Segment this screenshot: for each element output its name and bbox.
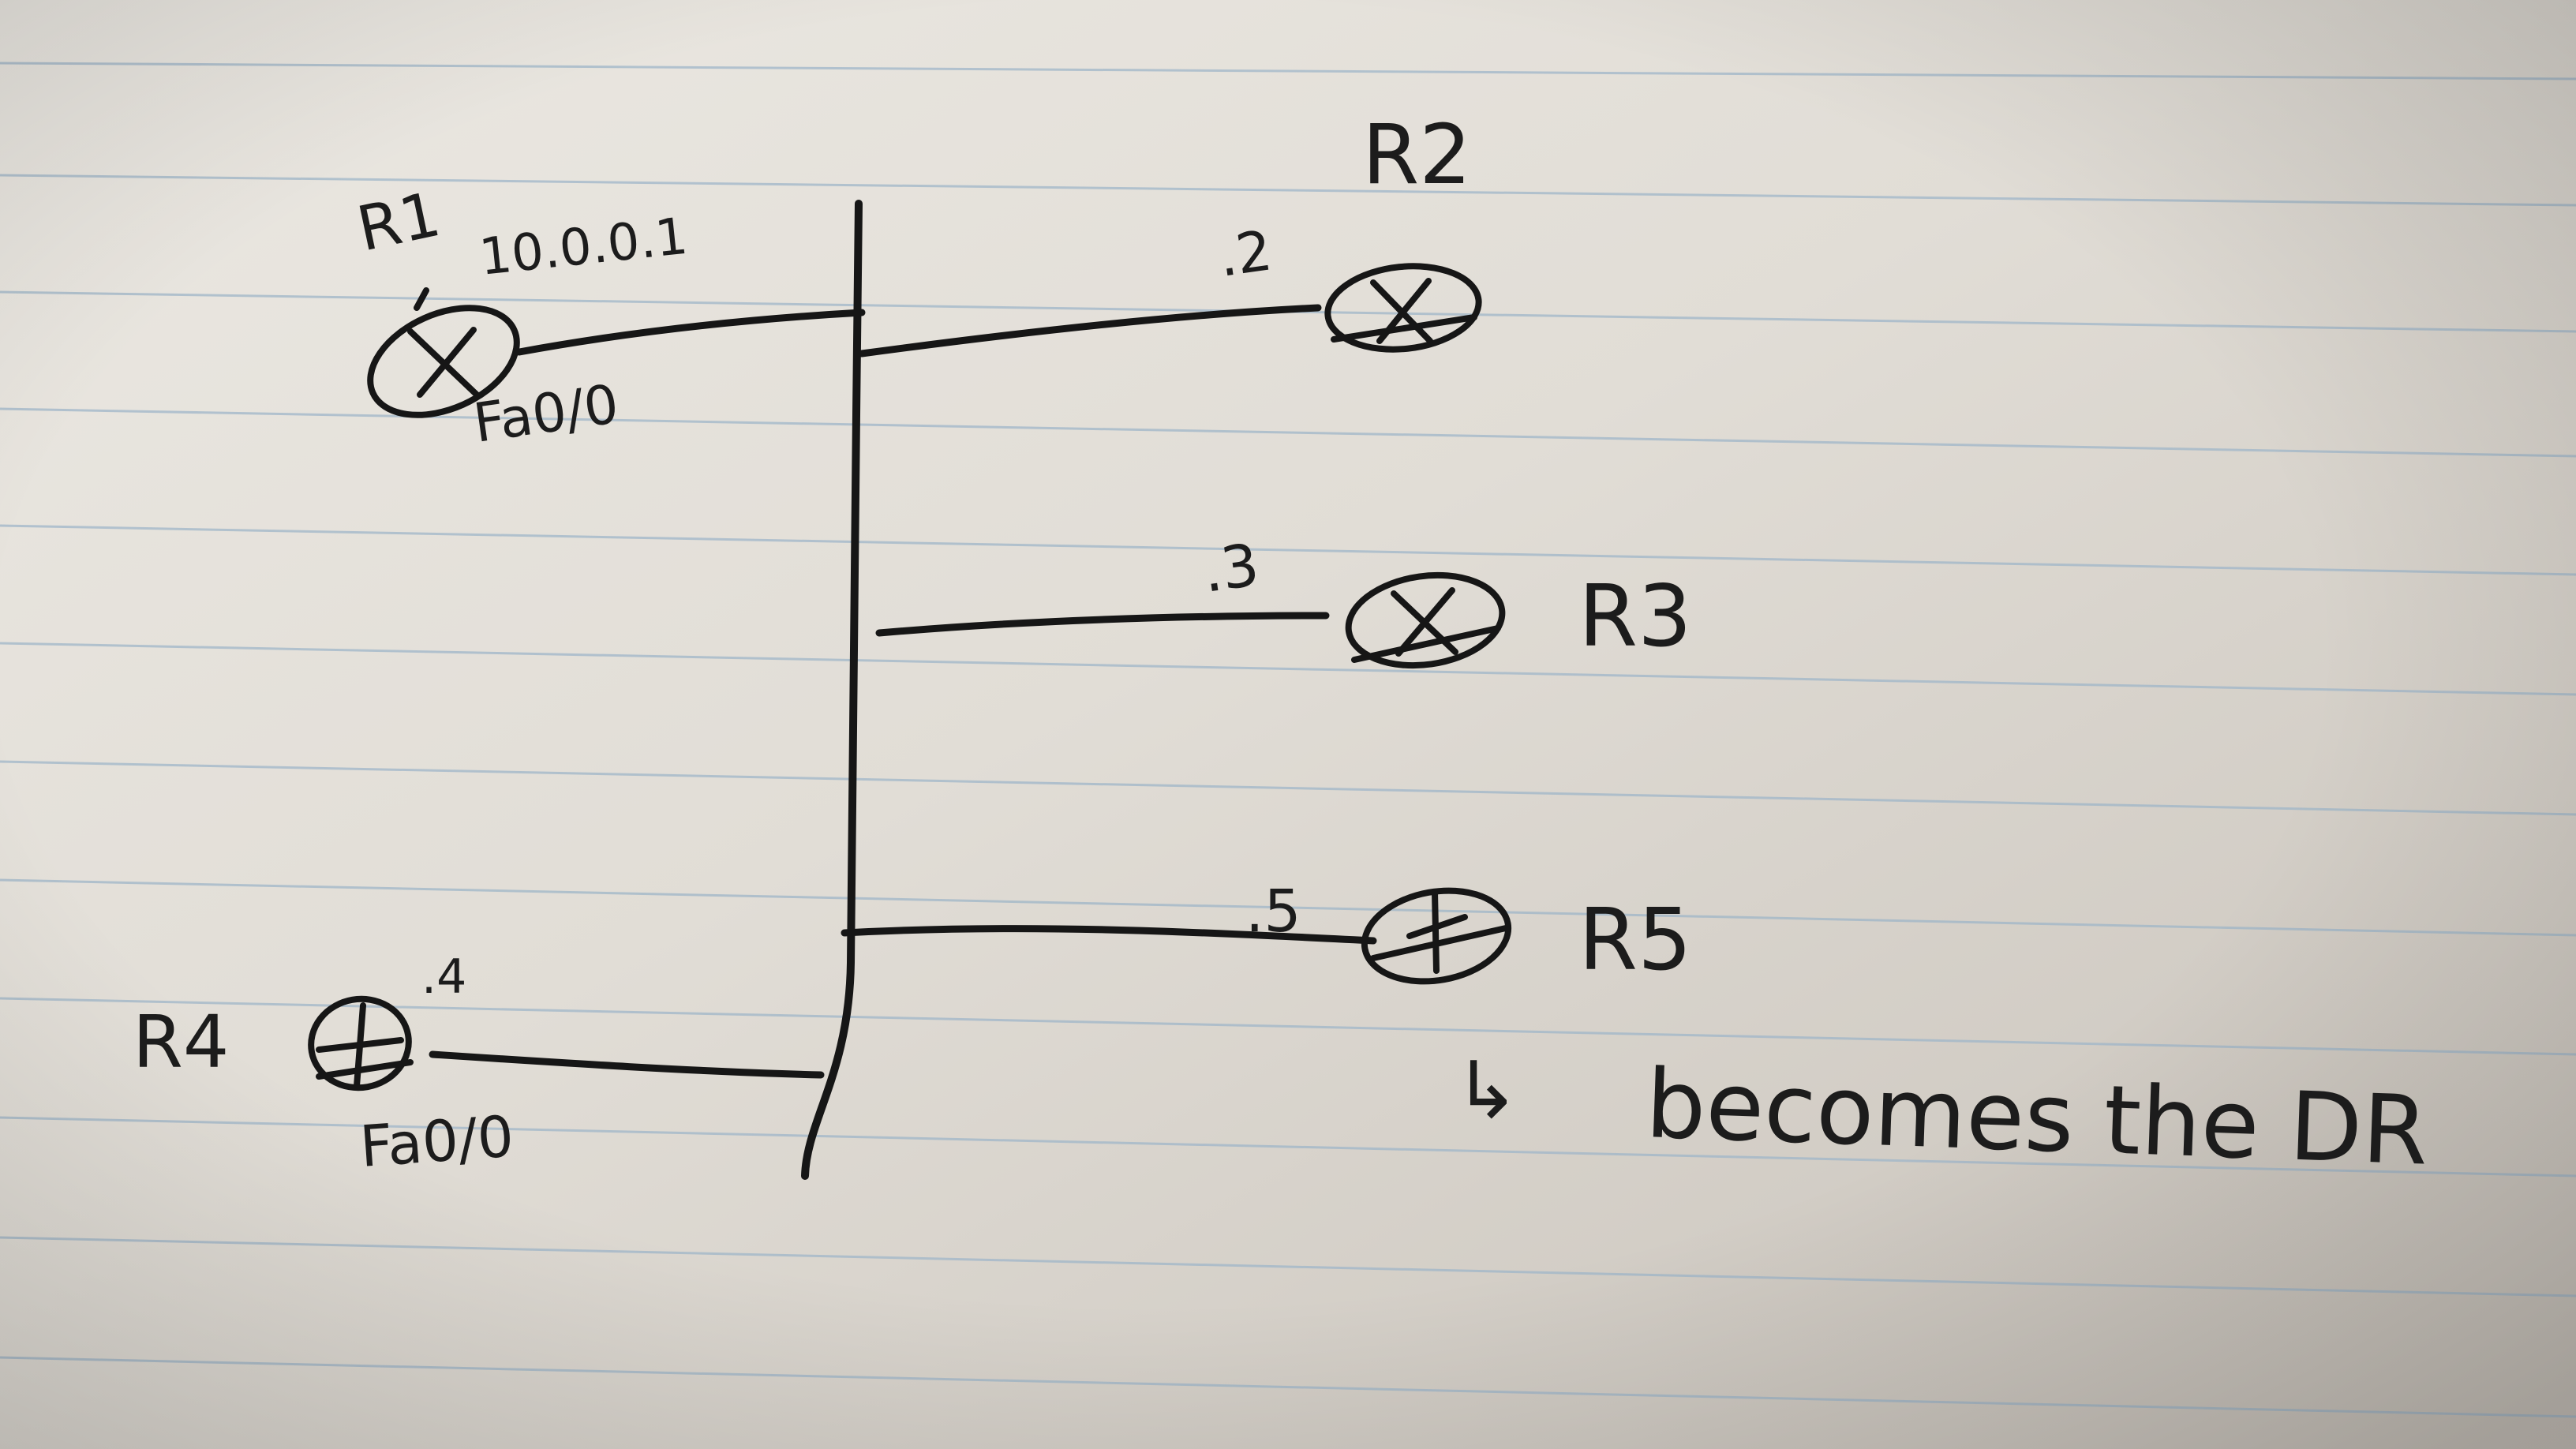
r3-address: .3	[1199, 531, 1264, 606]
r1-name: R1	[351, 179, 446, 266]
link-r1	[515, 309, 866, 356]
router-r1-icon	[367, 287, 520, 418]
link-r4	[429, 1050, 825, 1079]
r4-address: .4	[421, 949, 466, 1005]
ethernet-segment-line	[801, 200, 863, 1180]
r3-name: R3	[1578, 567, 1692, 666]
r5-name: R5	[1578, 891, 1692, 990]
router-r2-icon	[1324, 263, 1482, 353]
r5-address: .5	[1245, 878, 1301, 945]
link-r2	[858, 304, 1322, 358]
link-r3	[875, 612, 1330, 637]
router-r4-icon	[308, 995, 414, 1091]
note-arrow: ↳	[1454, 1044, 1520, 1136]
router-r5-icon	[1361, 887, 1512, 985]
r2-address: .2	[1215, 218, 1276, 289]
note-text: becomes the DR	[1644, 1050, 2430, 1187]
router-r3-icon	[1345, 571, 1506, 669]
link-r5	[841, 925, 1377, 945]
r4-interface: Fa0/0	[358, 1103, 515, 1180]
r4-name: R4	[133, 1000, 229, 1084]
r2-name: R2	[1362, 107, 1471, 203]
